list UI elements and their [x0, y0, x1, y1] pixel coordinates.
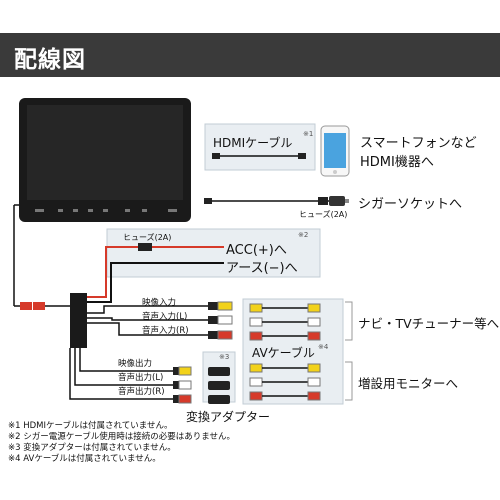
video-out-label: 映像出力 — [118, 359, 153, 369]
adapter-label: 変換アダプター — [186, 410, 271, 424]
video-in-wire — [87, 305, 208, 314]
cigar-plug — [329, 196, 345, 206]
acc-label: ACC(+)へ — [226, 243, 287, 258]
bracket-navi — [345, 301, 353, 341]
av-pair-bottom-white — [249, 377, 321, 387]
rca-plug-video-in — [208, 301, 233, 311]
harness-connector — [33, 302, 45, 310]
rca-plug-audio-out-l — [173, 380, 192, 390]
video-in-label: 映像入力 — [142, 298, 177, 308]
audio-in-l-label: 音声入力(L) — [142, 312, 188, 322]
audio-out-r-label: 音声出力(R) — [118, 387, 165, 397]
av-pair-top-red — [249, 331, 321, 341]
cigar-socket-label: シガーソケットへ — [358, 197, 463, 212]
av-pair-bottom-red — [249, 391, 321, 401]
footnote: ※4 AVケーブルは付属されていません。 — [8, 454, 161, 464]
hdmi-plug — [212, 153, 220, 159]
page-title: 配線図 — [14, 47, 86, 73]
adapter-note-mark: ※3 — [219, 353, 230, 361]
video-out-wire — [79, 348, 173, 372]
earth-label: アース(−)へ — [226, 261, 298, 276]
acc-fuse — [138, 243, 152, 251]
cigar-plug-monitor — [204, 198, 212, 204]
av-cable-label: AVケーブル — [252, 346, 315, 360]
monitor-button — [73, 209, 78, 212]
monitor-button — [168, 209, 177, 212]
av-pair-top-white — [249, 317, 321, 327]
cigar-plug-tip — [345, 199, 349, 203]
hdmi-plug — [298, 153, 306, 159]
earth-wire — [87, 262, 224, 303]
audio-in-r-label: 音声入力(R) — [142, 326, 189, 336]
hdmi-box — [204, 123, 316, 171]
av-cable-note-mark: ※4 — [318, 343, 329, 351]
harness-junction — [70, 293, 87, 348]
audio-out-l-label: 音声出力(L) — [118, 373, 164, 383]
cigar-fuse-label: ヒューズ(2A) — [299, 210, 348, 219]
rca-plug-audio-in-r — [208, 330, 233, 340]
bracket-monitor — [345, 361, 353, 401]
monitor-unit — [19, 98, 191, 222]
footnote: ※2 シガー電源ケーブル使用時は接続の必要はありません。 — [8, 432, 235, 442]
monitor-button — [35, 209, 44, 212]
audio-out-l-wire — [74, 348, 173, 386]
acc-fuse-label: ヒューズ(2A) — [123, 233, 172, 242]
adapter-plug — [208, 381, 230, 390]
audio-in-r-wire — [87, 322, 208, 336]
extra-monitor-label: 増設用モニターへ — [358, 376, 459, 391]
hdmi-cable-note-mark: ※1 — [303, 130, 314, 138]
adapter-plug — [208, 367, 230, 376]
hdmi-device-label-2: HDMI機器へ — [360, 155, 434, 170]
footnote: ※3 変換アダプターは付属されていません。 — [8, 443, 176, 453]
monitor-button — [125, 209, 130, 212]
adapter-plug — [208, 395, 230, 404]
rca-plug-audio-out-r — [173, 394, 192, 404]
power-note-mark: ※2 — [298, 231, 309, 239]
smartphone-icon — [320, 125, 350, 177]
hdmi-cable-label: HDMIケーブル — [213, 136, 293, 150]
monitor-button — [103, 209, 108, 212]
monitor-screen — [27, 105, 183, 200]
rca-plug-video-out — [173, 366, 192, 376]
title-bar: 配線図 — [0, 33, 500, 77]
monitor-button — [142, 209, 147, 212]
monitor-button — [58, 209, 63, 212]
navi-tv-label: ナビ・TVチューナー等へ — [358, 316, 500, 331]
audio-in-l-wire — [87, 317, 208, 321]
rca-plug-audio-in-l — [208, 315, 233, 325]
monitor-button — [88, 209, 93, 212]
hdmi-device-label: スマートフォンなど — [360, 136, 477, 151]
audio-out-r-wire — [69, 348, 173, 400]
av-pair-bottom-yellow — [249, 363, 321, 373]
cigar-fuse — [318, 197, 328, 205]
harness-connector — [20, 302, 32, 310]
footnote: ※1 HDMIケーブルは付属されていません。 — [8, 421, 173, 431]
acc-wire — [87, 246, 224, 298]
av-pair-top-yellow — [249, 303, 321, 313]
